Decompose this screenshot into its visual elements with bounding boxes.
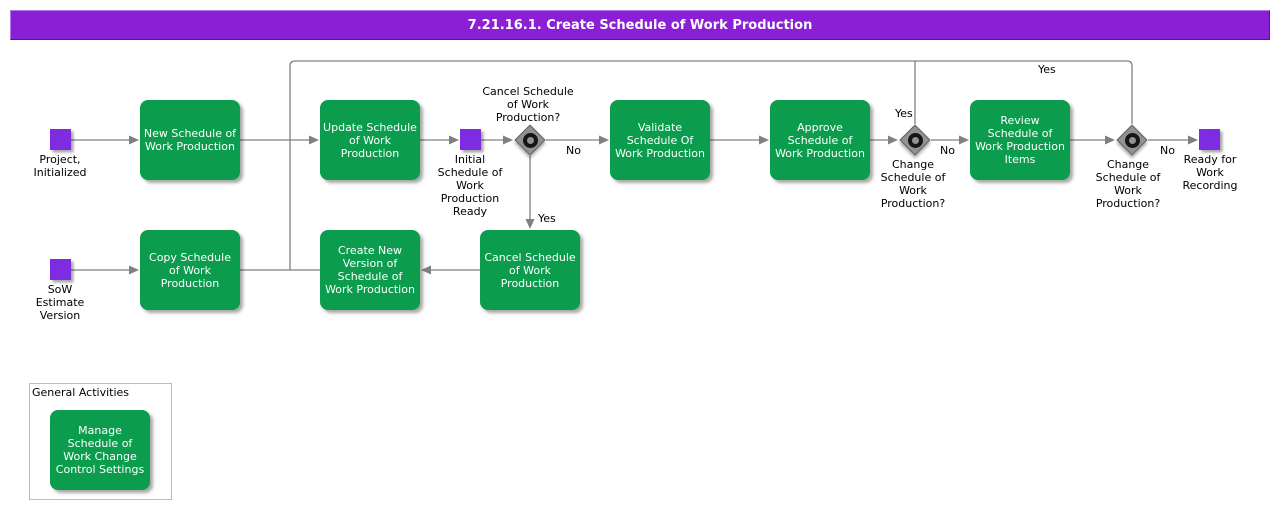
diagram-title-bar: 7.21.16.1. Create Schedule of Work Produ… [10, 10, 1270, 40]
edge-label-cancel-yes: Yes [538, 212, 556, 225]
start-event-sow-estimate-version [50, 259, 71, 280]
task-manage-schedule-of-work-change-control-settings[interactable]: Manage Schedule of Work Change Control S… [50, 410, 150, 490]
label-cancel-schedule-question: Cancel Schedule of Work Production? [482, 85, 574, 124]
edge-label-cancel-no: No [566, 144, 581, 157]
task-create-new-version-of-schedule[interactable]: Create New Version of Schedule of Work P… [320, 230, 420, 310]
edge-label-change1-yes: Yes [895, 107, 913, 120]
group-title: General Activities [32, 386, 130, 399]
label-sow-estimate-version: SoW Estimate Version [35, 283, 85, 322]
diagram-title: 7.21.16.1. Create Schedule of Work Produ… [467, 17, 813, 33]
gateway-change-schedule-question-1 [898, 123, 932, 157]
gateway-change-schedule-question-2 [1115, 123, 1149, 157]
start-event-project-initialized [50, 129, 71, 150]
task-validate-schedule-of-work-production[interactable]: Validate Schedule Of Work Production [610, 100, 710, 180]
label-change-schedule-question-2: Change Schedule of Work Production? [1095, 158, 1161, 210]
label-initial-schedule-ready: Initial Schedule of Work Production Read… [437, 153, 503, 218]
gateway-circle-icon [522, 132, 538, 148]
gateway-cancel-schedule-question [513, 123, 547, 157]
edge-label-change2-no: No [1160, 144, 1175, 157]
gateway-circle-icon [1124, 132, 1140, 148]
edge-label-change2-yes: Yes [1038, 63, 1056, 76]
task-new-schedule-of-work-production[interactable]: New Schedule of Work Production [140, 100, 240, 180]
task-approve-schedule-of-work-production[interactable]: Approve Schedule of Work Production [770, 100, 870, 180]
label-change-schedule-question-1: Change Schedule of Work Production? [880, 158, 946, 210]
task-copy-schedule-of-work-production[interactable]: Copy Schedule of Work Production [140, 230, 240, 310]
edge-label-change1-no: No [940, 144, 955, 157]
task-update-schedule-of-work-production[interactable]: Update Schedule of Work Production [320, 100, 420, 180]
task-review-schedule-of-work-production-items[interactable]: Review Schedule of Work Production Items [970, 100, 1070, 180]
label-project-initialized: Project, Initialized [33, 153, 87, 179]
gateway-circle-icon [907, 132, 923, 148]
end-event-ready-for-work-recording [1199, 129, 1220, 150]
label-ready-for-work-recording: Ready for Work Recording [1182, 153, 1238, 192]
task-cancel-schedule-of-work-production[interactable]: Cancel Schedule of Work Production [480, 230, 580, 310]
intermediate-event-initial-schedule-ready [460, 129, 481, 150]
